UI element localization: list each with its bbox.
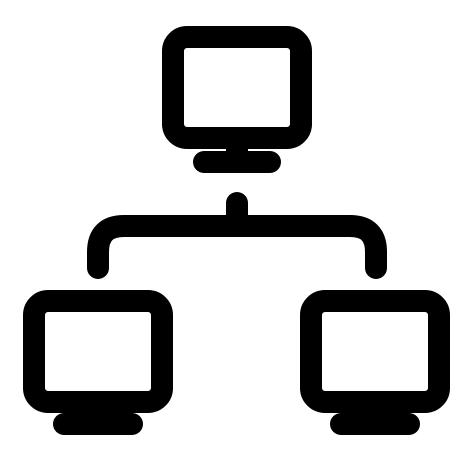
left-computer-icon: [23, 290, 173, 435]
top-monitor-screen: [162, 26, 312, 149]
top-computer-icon: [162, 26, 312, 173]
right-computer-icon: [300, 290, 450, 435]
network-connector-icon: [87, 192, 387, 279]
connector-branch: [87, 215, 387, 279]
left-monitor-screen: [23, 290, 173, 413]
right-monitor-screen: [300, 290, 450, 413]
